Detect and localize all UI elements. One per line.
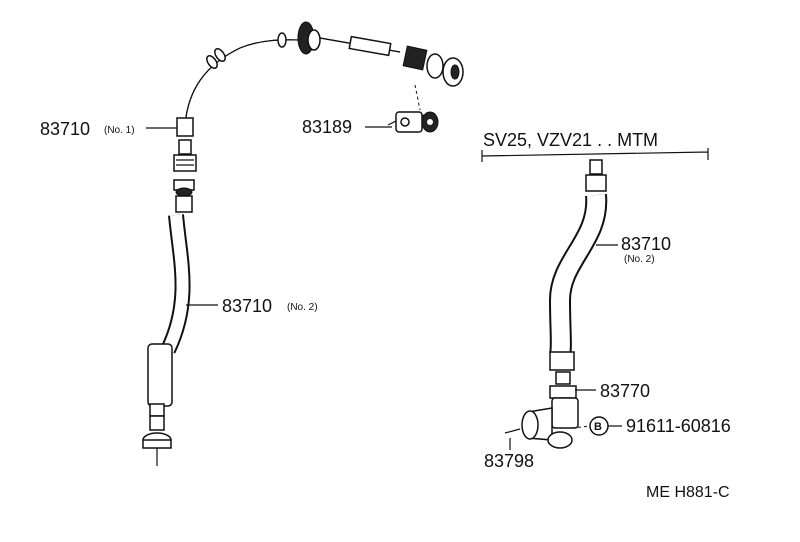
leader-lines <box>146 126 622 450</box>
bolt-marker-letter: B <box>594 421 602 433</box>
label-clamp-number: 83189 <box>302 117 352 137</box>
label-upper-cable-number: 83710 <box>40 119 90 139</box>
label-lower-cable-number: 83710 <box>222 296 272 316</box>
variant-title: SV25, VZV21 . . MTM <box>483 130 658 150</box>
upper-cable-no1 <box>173 21 464 172</box>
label-bolt-number: 91611-60816 <box>626 416 731 436</box>
lower-cable-no2 <box>142 179 195 466</box>
clamp-83189 <box>387 84 439 133</box>
right-cable-assembly <box>481 148 709 449</box>
bolt-marker-circle <box>589 416 609 436</box>
label-gear-number: 83770 <box>600 381 650 401</box>
label-lower-cable-tag: (No. 2) <box>287 302 318 313</box>
label-upper-cable-tag: (No. 1) <box>104 125 135 136</box>
figure-code: ME H881-C <box>646 484 730 501</box>
label-right-cable-number: 83710 <box>621 234 671 254</box>
label-right-cable-tag: (No. 2) <box>624 254 655 265</box>
label-pin-number: 83798 <box>484 451 534 471</box>
